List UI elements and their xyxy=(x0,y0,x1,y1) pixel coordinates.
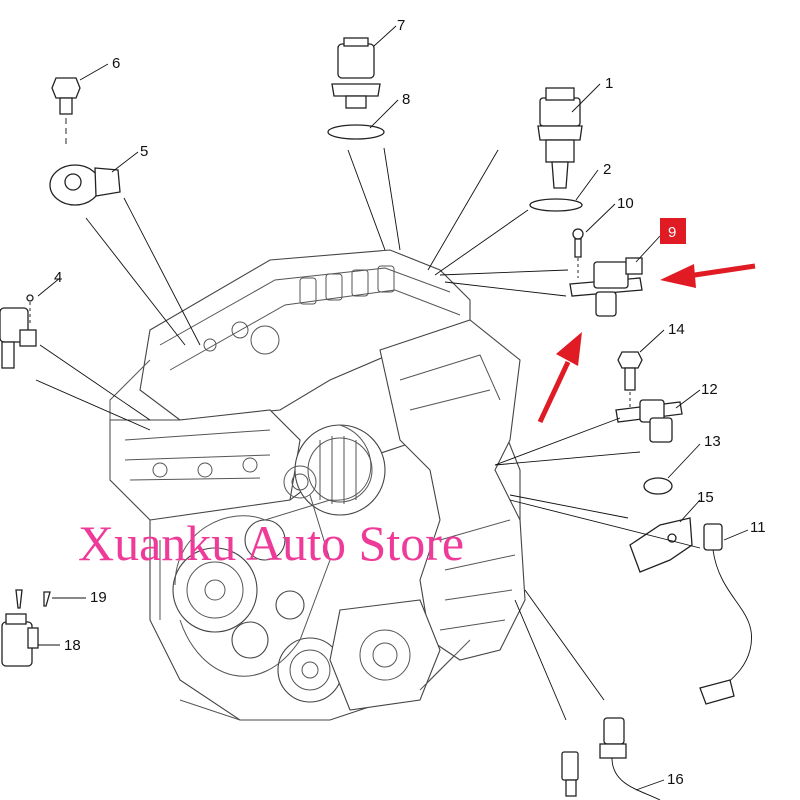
sensor-part-4 xyxy=(0,294,37,369)
o-ring-13 xyxy=(643,477,673,495)
callout-4: 4 xyxy=(54,269,62,286)
arrow-right-to-left xyxy=(687,263,756,279)
bolt-10 xyxy=(572,228,584,278)
callout-11: 11 xyxy=(750,519,766,536)
leader-lines xyxy=(35,25,749,791)
bracket-15 xyxy=(629,517,693,573)
callout-8: 8 xyxy=(402,91,410,108)
bolt-14 xyxy=(617,351,643,408)
callout-10: 10 xyxy=(617,195,634,212)
callout-1: 1 xyxy=(605,75,613,92)
bolt-6 xyxy=(51,77,81,148)
callout-14: 14 xyxy=(668,321,685,338)
highlight-arrows xyxy=(537,263,756,424)
screws-19 xyxy=(15,589,51,609)
sensor-part-18 xyxy=(1,613,39,667)
callout-7: 7 xyxy=(397,17,405,34)
callout-9-background xyxy=(660,218,686,244)
coolant-temp-sensor-part xyxy=(537,87,583,189)
callout-15: 15 xyxy=(697,489,714,506)
callout-6: 6 xyxy=(112,55,120,72)
callout-9-badge: 9 xyxy=(660,218,686,244)
arrow-right-head xyxy=(660,264,696,288)
watermark-text: Xuanku Auto Store xyxy=(78,515,464,571)
callout-19: 19 xyxy=(90,589,107,606)
oxygen-sensor-part-11 xyxy=(699,523,752,705)
camshaft-sensor-part-12 xyxy=(615,399,683,443)
engine-illustration xyxy=(109,249,526,721)
arrow-bottom-head xyxy=(556,332,582,366)
camshaft-position-sensor-part xyxy=(569,257,643,317)
callout-16: 16 xyxy=(667,771,684,788)
oxygen-sensor-part-16 xyxy=(561,717,661,800)
callout-labels: 1 2 4 5 6 7 8 10 11 12 13 14 15 16 18 19 xyxy=(54,17,766,788)
callout-18: 18 xyxy=(64,637,81,654)
callout-5: 5 xyxy=(140,143,148,160)
callout-13: 13 xyxy=(704,433,721,450)
arrow-bottom-to-top xyxy=(537,360,571,424)
callout-12: 12 xyxy=(701,381,718,398)
callout-2: 2 xyxy=(603,161,611,178)
sealing-washer-8 xyxy=(327,124,385,140)
knock-sensor-part xyxy=(49,164,121,206)
callout-9: 9 xyxy=(668,224,676,241)
oil-pressure-sensor-part xyxy=(331,37,381,109)
sealing-washer-2 xyxy=(529,198,583,212)
